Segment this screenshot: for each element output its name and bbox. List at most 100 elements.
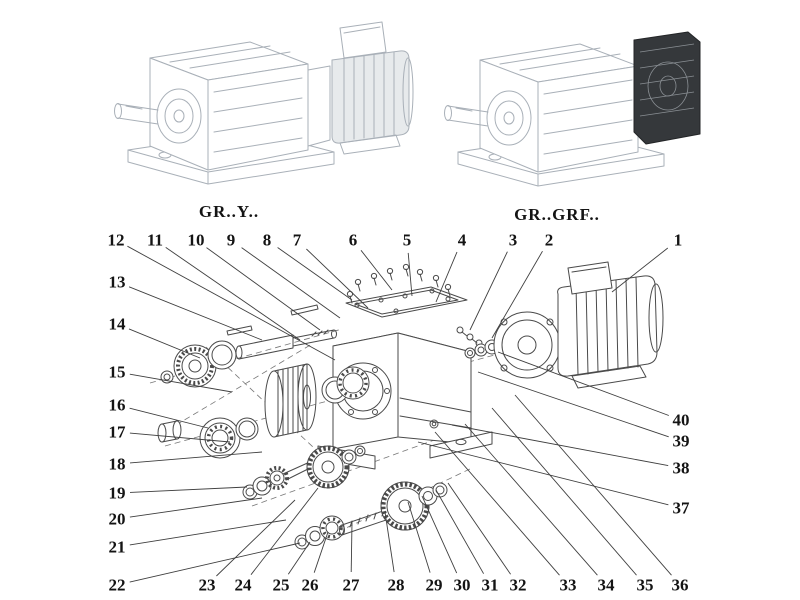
motor-flange-inner (501, 319, 553, 371)
leader-line-19 (129, 486, 248, 493)
callout-number-9: 9 (226, 230, 236, 250)
motor-flange-bore (517, 335, 537, 355)
callout-number-13: 13 (108, 272, 126, 292)
callout-number-11: 11 (146, 230, 164, 250)
leader-line-30 (421, 495, 458, 574)
lower-shaft-gear-cluster (294, 481, 448, 550)
leader-line-1 (611, 247, 669, 293)
callout-number-20: 20 (108, 509, 126, 529)
leader-line-38 (451, 424, 669, 467)
leader-line-16 (129, 407, 209, 429)
foot-hole (455, 438, 467, 446)
leader-line-36 (514, 394, 672, 576)
callout-number-39: 39 (672, 431, 690, 451)
leader-line-29 (407, 501, 431, 573)
leader-line-2 (491, 250, 543, 339)
input-flange-block (633, 31, 701, 145)
leader-line-34 (464, 423, 598, 576)
housing-top-ribs (169, 45, 291, 69)
motor-fins (575, 276, 639, 376)
callout-number-3: 3 (508, 230, 518, 250)
housing-ribs (213, 77, 303, 153)
leader-line-37 (417, 441, 669, 506)
wide-face-gear (264, 363, 317, 438)
spacer-sleeve (161, 420, 178, 443)
leader-line-33 (434, 431, 560, 576)
callout-number-10: 10 (187, 230, 205, 250)
oil-plug-center (431, 421, 437, 427)
assembled-gear-unit-grgrf-drawing (444, 31, 701, 187)
output-bore (173, 109, 185, 123)
callout-number-5: 5 (402, 230, 412, 250)
callout-number-21: 21 (108, 537, 126, 557)
callout-number-12: 12 (107, 230, 125, 250)
callout-number-6: 6 (348, 230, 358, 250)
cover-plate (345, 286, 468, 318)
variant-label-grgrf: GR..GRF.. (514, 205, 600, 224)
leader-line-27 (350, 521, 353, 573)
output-boss (156, 88, 202, 144)
callout-number-40: 40 (672, 410, 690, 430)
cover-plate-inner (354, 289, 459, 315)
housing-side-face (207, 63, 309, 171)
hub-splines (176, 347, 214, 385)
callout-number-32: 32 (509, 575, 527, 595)
leader-line-11 (165, 247, 301, 341)
input-flange-fins (639, 43, 695, 117)
oil-plug (429, 419, 439, 429)
output-shaft (117, 103, 159, 125)
callout-number-35: 35 (636, 575, 654, 595)
pinion-gear (265, 466, 289, 490)
variant-label-gry: GR..Y.. (198, 202, 260, 221)
leader-line-18 (129, 451, 263, 464)
callout-number-27: 27 (342, 575, 360, 595)
leader-line-23 (216, 499, 296, 577)
leader-line-26 (313, 531, 329, 573)
leader-line-17 (129, 432, 231, 443)
callout-number-30: 30 (453, 575, 471, 595)
callout-number-16: 16 (108, 395, 126, 415)
callout-number-26: 26 (301, 575, 319, 595)
shaft-key (226, 325, 253, 336)
leader-line-31 (435, 489, 484, 574)
output-hub-parts (160, 340, 237, 388)
callout-number-28: 28 (387, 575, 405, 595)
motor-foot (571, 365, 647, 389)
terminal-box-lid (571, 266, 607, 273)
output-shaft (447, 105, 489, 127)
output-shaft-end (114, 103, 122, 119)
callout-number-2: 2 (544, 230, 554, 250)
callout-number-31: 31 (481, 575, 499, 595)
callout-number-34: 34 (597, 575, 615, 595)
motor-end-cap (402, 57, 414, 127)
leader-line-5 (407, 252, 413, 297)
callout-number-33: 33 (559, 575, 577, 595)
callout-number-38: 38 (672, 458, 690, 478)
leader-line-12 (127, 245, 336, 361)
leader-line-15 (129, 373, 233, 393)
shaft-tip (331, 329, 337, 339)
leader-line-28 (384, 511, 395, 573)
callout-number-19: 19 (108, 483, 126, 503)
housing-side-face (537, 65, 639, 173)
input-flange-recess (647, 61, 689, 111)
leader-line-21 (129, 519, 287, 546)
motor-body (331, 50, 410, 144)
leader-line-3 (469, 251, 508, 331)
output-shaft-end (444, 105, 452, 121)
output-boss-inner (494, 100, 524, 136)
leader-line-4 (435, 251, 458, 303)
cover-screws (346, 263, 452, 304)
cover-plate-holes (354, 288, 451, 314)
motor-foot (339, 134, 401, 155)
leader-line-22 (129, 542, 301, 583)
callout-number-24: 24 (234, 575, 252, 595)
gear-teeth-hatch (277, 364, 304, 437)
leader-line-25 (287, 541, 311, 575)
leader-line-6 (360, 250, 393, 291)
housing-ribs (543, 79, 633, 155)
